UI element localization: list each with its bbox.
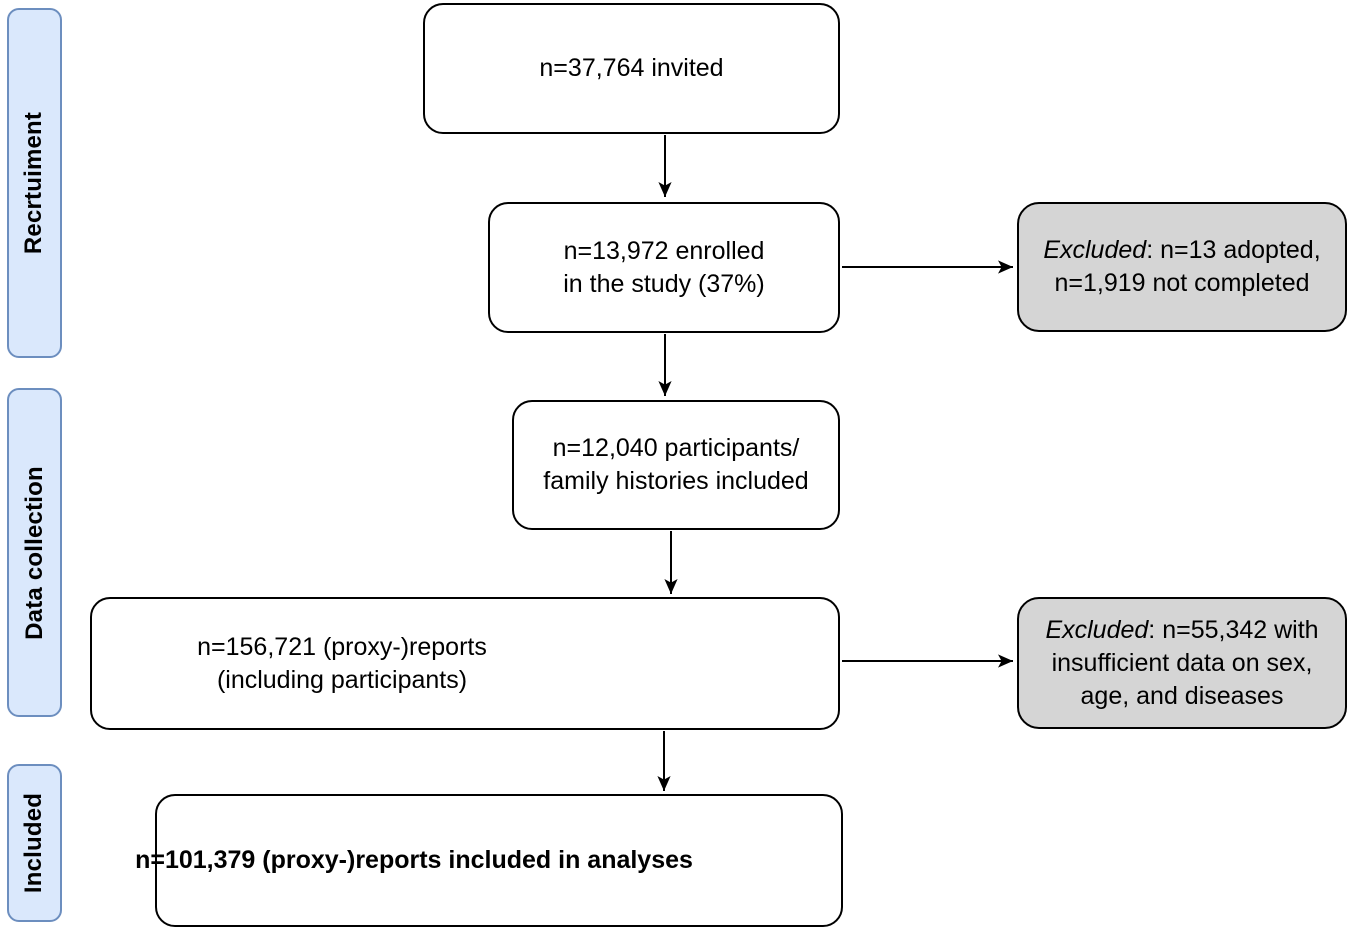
node-enrolled-text-line2: in the study (37%) <box>563 269 765 298</box>
node-participants: n=12,040 participants/ family histories … <box>512 400 840 530</box>
node-excluded-data-collection: Excluded: n=55,342 with insufficient dat… <box>1017 597 1347 729</box>
node-excluded-data-collection-line3: age, and diseases <box>1080 681 1284 710</box>
node-reports: n=156,721 (proxy-)reports (including par… <box>90 597 840 730</box>
node-excluded-data-collection-line1: Excluded: n=55,342 with <box>1045 614 1318 647</box>
node-excluded-data-collection-line2: insufficient data on sex, <box>1051 648 1313 677</box>
node-analyses: n=101,379 (proxy-)reports included in an… <box>135 794 843 927</box>
node-enrolled: n=13,972 enrolled in the study (37%) <box>488 202 840 333</box>
stage-label-data-collection-text: Data collection <box>20 465 48 640</box>
node-invited: n=37,764 invited <box>423 3 840 134</box>
stage-label-included: Included <box>7 764 62 922</box>
node-reports-text-line2: (including participants) <box>216 665 468 694</box>
node-excluded-recruitment-line2: n=1,919 not completed <box>1054 269 1310 297</box>
stage-label-recruitment-text: Recrtuiment <box>20 111 48 255</box>
excluded-emphasis: Excluded <box>1045 615 1149 644</box>
node-invited-text: n=37,764 invited <box>539 54 724 82</box>
stage-label-data-collection: Data collection <box>7 388 62 717</box>
excluded-emphasis: Excluded <box>1043 236 1147 264</box>
node-reports-text-line1: n=156,721 (proxy-)reports <box>197 632 487 661</box>
node-excluded-recruitment: Excluded: n=13 adopted, n=1,919 not comp… <box>1017 202 1347 332</box>
stage-label-included-text: Included <box>20 792 48 894</box>
node-participants-text-line1: n=12,040 participants/ <box>552 434 800 462</box>
node-participants-text-line2: family histories included <box>543 467 809 495</box>
node-excluded-recruitment-line1: Excluded: n=13 adopted, <box>1043 234 1320 267</box>
excluded-after-emphasis: : n=13 adopted, <box>1146 236 1321 264</box>
node-analyses-text: n=101,379 (proxy-)reports included in an… <box>135 846 693 874</box>
excluded-after-emphasis: : n=55,342 with <box>1148 615 1319 644</box>
stage-label-recruitment: Recrtuiment <box>7 8 62 358</box>
node-enrolled-text-line1: n=13,972 enrolled <box>563 236 765 265</box>
